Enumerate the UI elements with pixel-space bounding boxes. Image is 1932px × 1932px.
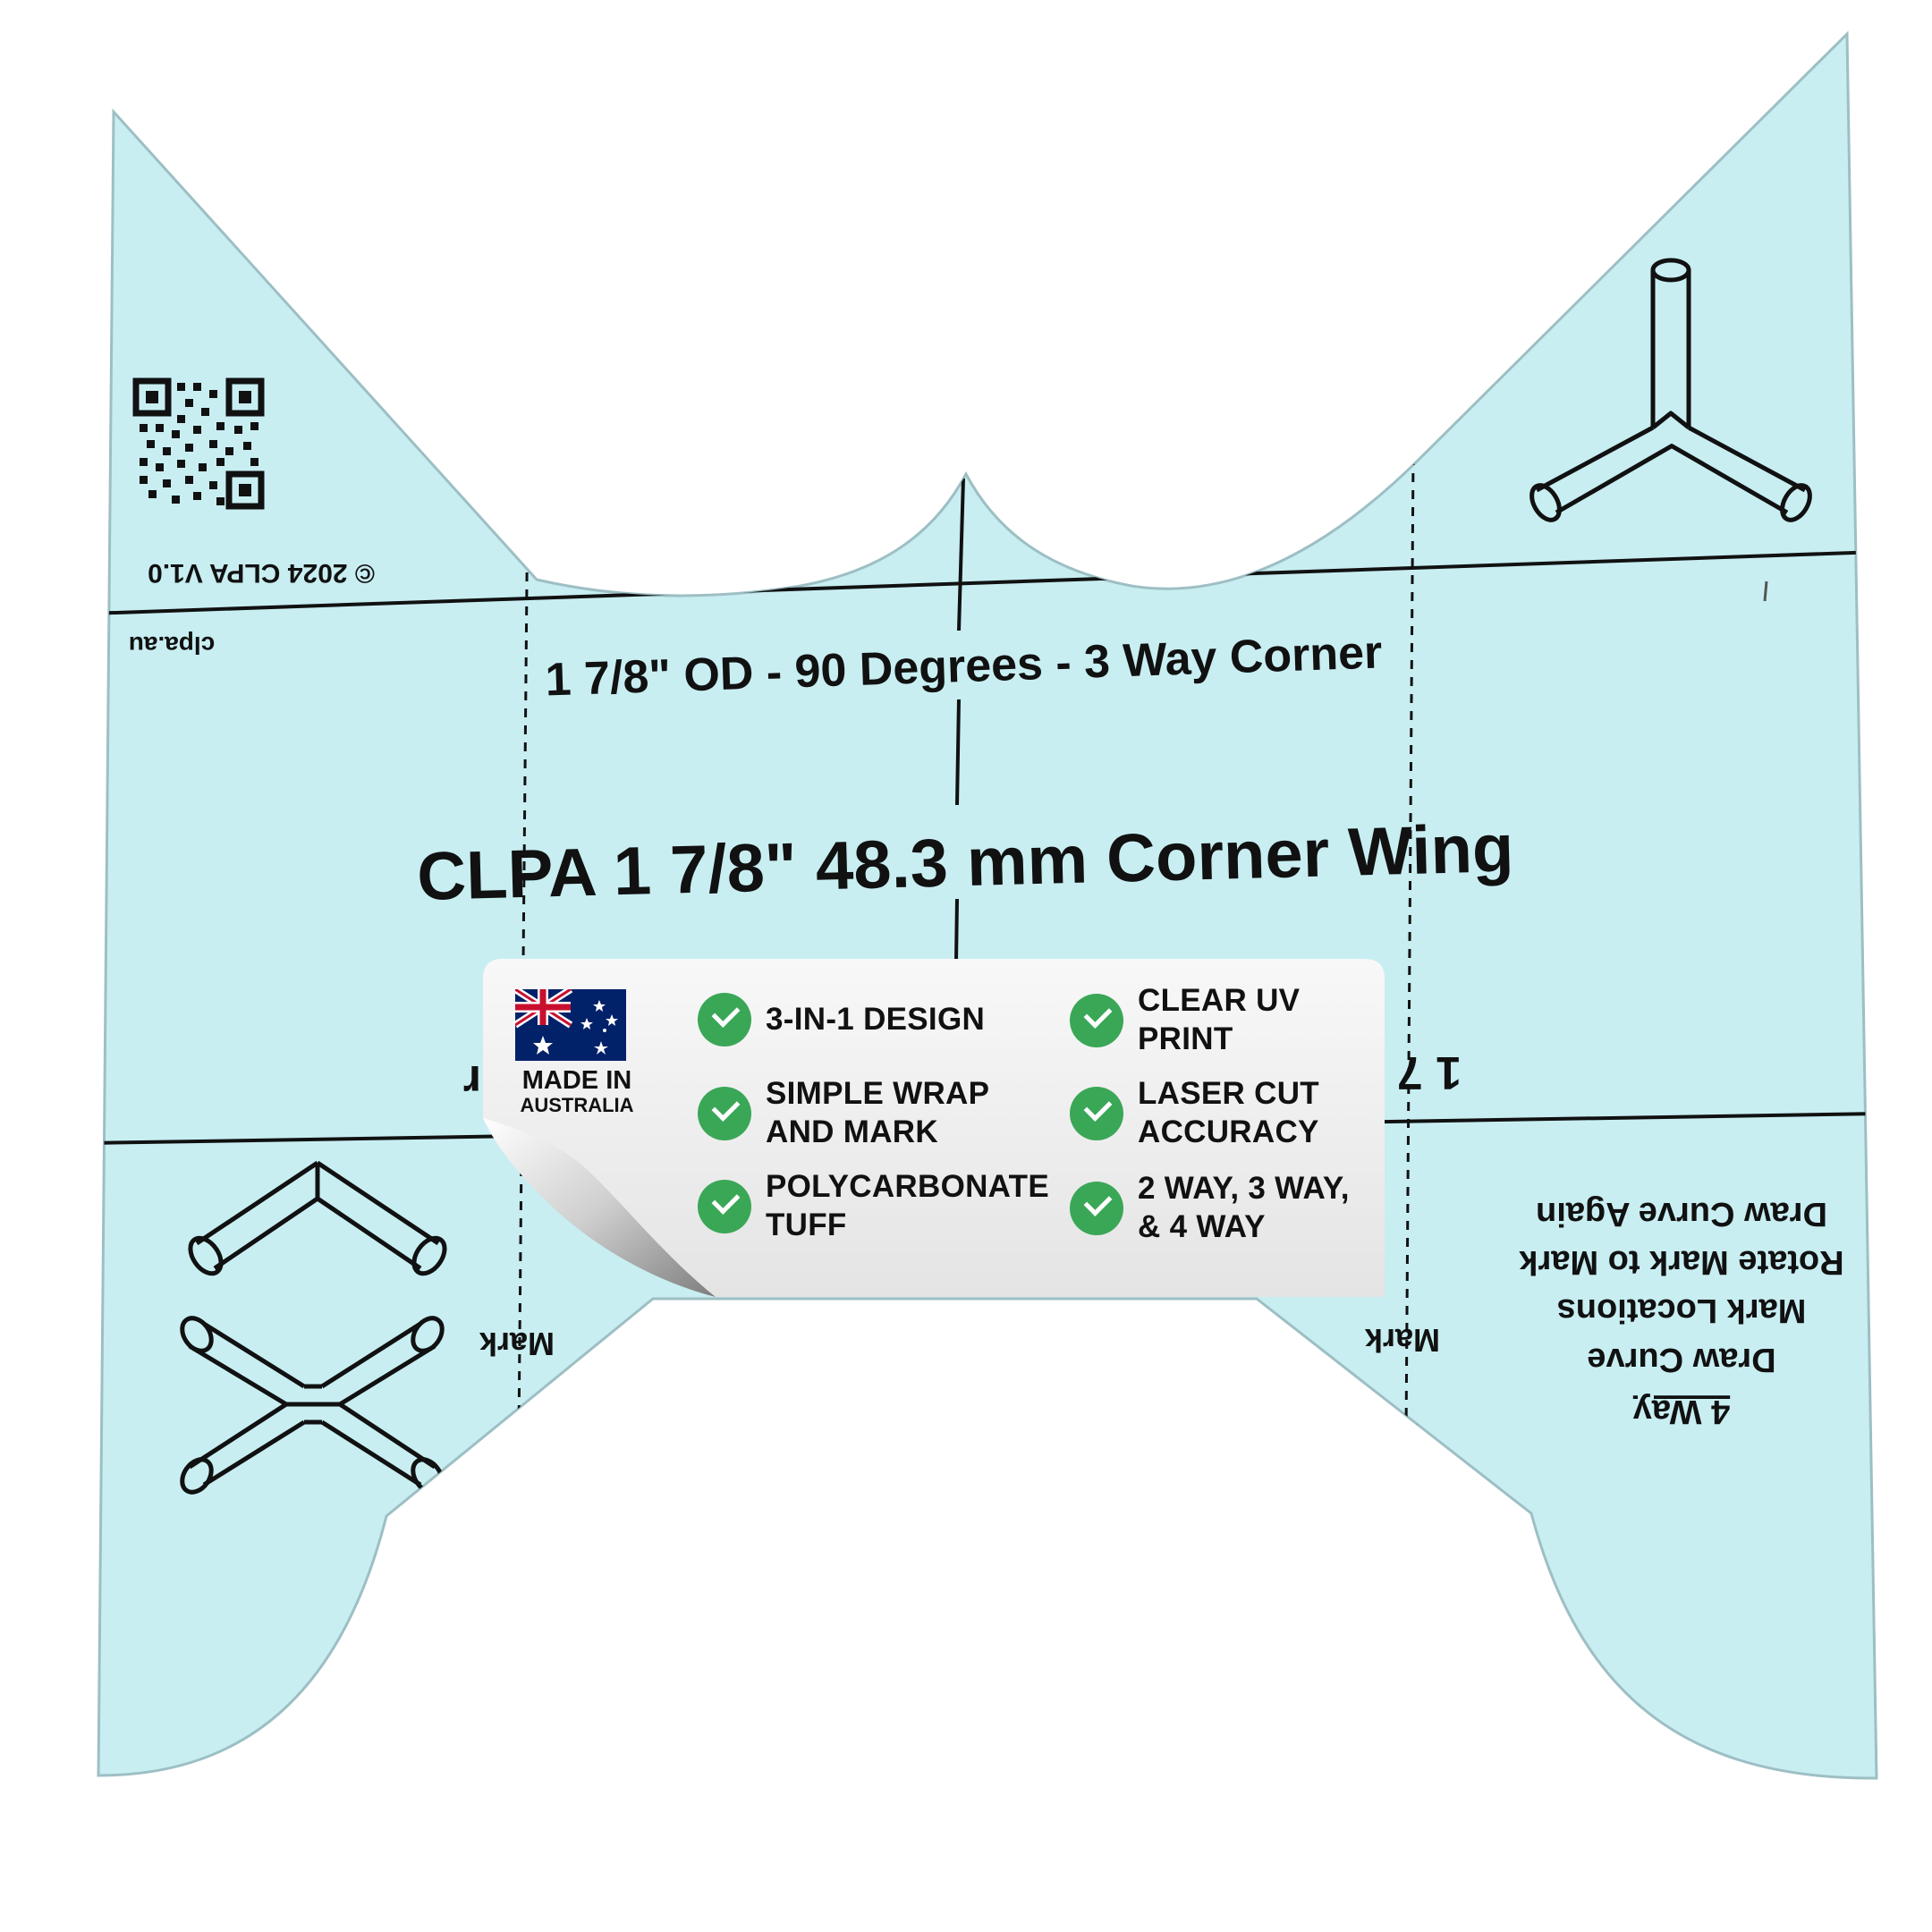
sticker-peel-curl	[483, 1118, 716, 1297]
feature-item: 3-IN-1 DESIGN	[698, 991, 985, 1048]
mark-label-right: Mark	[1364, 1322, 1440, 1359]
check-icon	[1070, 1182, 1123, 1235]
feature-label: LASER CUT ACCURACY	[1138, 1076, 1319, 1149]
dashed-mark-line-left	[517, 487, 530, 1436]
check-icon	[698, 1180, 751, 1233]
copyright-text: © 2024 CLPA V1.0	[148, 558, 375, 588]
made-in-australia-label: MADE IN AUSTRALIA	[510, 1068, 644, 1115]
feature-label: POLYCARBONATE TUFF	[766, 1169, 1049, 1242]
mark-label-left: Mark	[479, 1326, 555, 1362]
template-outline	[97, 30, 1878, 1780]
website-text: clpa.au	[129, 631, 215, 659]
four-way-cross-icon	[180, 1316, 445, 1495]
instruction-line: Rotate Mark to Mark	[1519, 1243, 1844, 1281]
instruction-line: Draw Curve Again	[1536, 1195, 1827, 1233]
partial-label-left: r	[463, 1055, 481, 1107]
tick-mark	[1763, 580, 1768, 602]
feature-label: 2 WAY, 3 WAY, & 4 WAY	[1138, 1171, 1350, 1244]
arrow-down-icon	[1394, 1424, 1418, 1446]
center-line-top	[957, 478, 965, 631]
center-line-mid	[955, 699, 961, 806]
check-icon	[1070, 994, 1123, 1047]
feature-item: CLEAR UV PRINT	[1070, 980, 1300, 1061]
made-in-line1: MADE IN	[521, 1066, 632, 1095]
three-way-corner-icon	[1530, 258, 1812, 522]
feature-sticker: MADE IN AUSTRALIA 3-IN-1 DESIGN SIMPLE W…	[483, 959, 1385, 1297]
dashed-mark-line-right	[1404, 455, 1415, 1436]
feature-label: 3-IN-1 DESIGN	[766, 1001, 986, 1037]
feature-item: SIMPLE WRAP AND MARK	[698, 1073, 989, 1154]
instruction-line: Mark Locations	[1557, 1292, 1807, 1329]
check-icon	[698, 993, 751, 1046]
top-guide-line	[98, 550, 1877, 615]
check-icon	[1070, 1087, 1123, 1140]
instruction-line: Draw Curve	[1587, 1341, 1775, 1378]
center-line-low	[954, 898, 959, 962]
made-in-line2: AUSTRALIA	[520, 1094, 634, 1116]
australian-flag-icon	[513, 986, 626, 1065]
feature-label: CLEAR UV PRINT	[1138, 983, 1301, 1056]
arrow-down-icon	[507, 1427, 530, 1449]
two-way-corner-icon	[188, 1160, 447, 1276]
feature-label: SIMPLE WRAP AND MARK	[766, 1076, 990, 1149]
instructions-heading: 4 Way	[1633, 1393, 1730, 1430]
feature-item: LASER CUT ACCURACY	[1070, 1073, 1319, 1154]
check-icon	[698, 1087, 751, 1140]
partial-label-right: 1 7	[1397, 1046, 1462, 1098]
instructions-block: 4 Way Draw Curve Mark Locations Rotate M…	[1519, 1195, 1844, 1430]
feature-item: 2 WAY, 3 WAY, & 4 WAY	[1070, 1168, 1350, 1249]
feature-item: POLYCARBONATE TUFF	[698, 1166, 1049, 1247]
qr-code	[132, 377, 265, 510]
